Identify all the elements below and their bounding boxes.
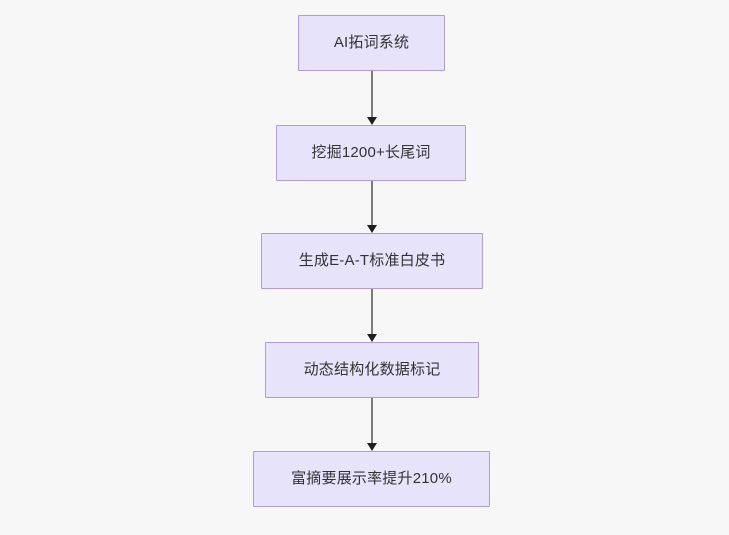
flow-node-label: AI拓词系统 (333, 34, 410, 51)
flow-node-label: 动态结构化数据标记 (303, 361, 441, 378)
flow-node-generate-eat-whitepaper[interactable]: 生成E-A-T标准白皮书 (261, 233, 483, 289)
flow-node-ai-keyword-system[interactable]: AI拓词系统 (298, 15, 445, 71)
edge-n2-n3 (371, 181, 373, 225)
edge-n4-n5 (371, 398, 373, 443)
flow-node-label: 富摘要展示率提升210% (291, 470, 452, 487)
flow-node-label: 挖掘1200+长尾词 (311, 144, 431, 161)
arrowhead-n2-n3 (367, 225, 377, 233)
arrowhead-n1-n2 (367, 117, 377, 125)
flow-node-rich-snippet-display-rate[interactable]: 富摘要展示率提升210% (253, 451, 490, 507)
arrowhead-n4-n5 (367, 443, 377, 451)
flow-node-label: 生成E-A-T标准白皮书 (298, 252, 446, 269)
edge-n1-n2 (371, 71, 373, 117)
flow-node-dynamic-structured-data-markup[interactable]: 动态结构化数据标记 (265, 342, 479, 398)
edge-n3-n4 (371, 289, 373, 334)
arrowhead-n3-n4 (367, 334, 377, 342)
flow-node-mine-longtail-keywords[interactable]: 挖掘1200+长尾词 (276, 125, 466, 181)
